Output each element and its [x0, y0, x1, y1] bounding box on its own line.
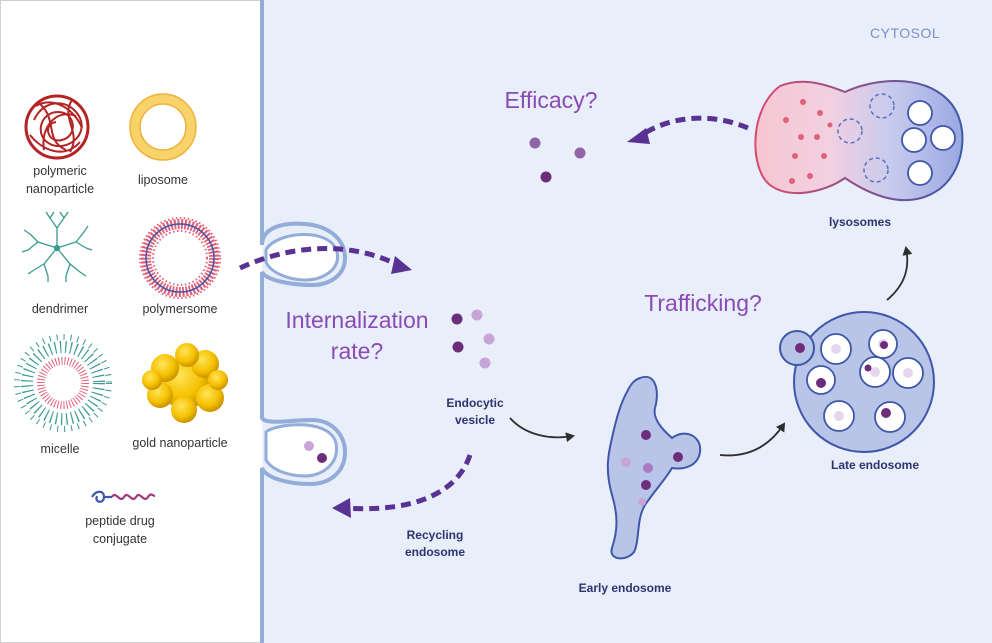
trafficking-question: Trafficking? [644, 290, 762, 316]
polymersome-icon [139, 217, 221, 299]
endocytic-vesicle-cargo [451, 309, 495, 369]
polymeric-nanoparticle-icon [24, 94, 90, 160]
liposome-icon [129, 93, 197, 161]
gold-nanoparticle-label: gold nanoparticle [132, 436, 228, 450]
early-endosome-label: Early endosome [578, 581, 672, 595]
released-drug-dots [529, 137, 586, 183]
efficacy-arrow [638, 115, 749, 139]
late-endosome-label: Late endosome [830, 458, 920, 472]
early-endosome [606, 375, 702, 560]
budding-pocket-bottom [264, 423, 338, 478]
vesicle-to-early-arrow [509, 417, 575, 443]
budding-pocket-top [264, 233, 339, 282]
late-to-lysosome-arrow [886, 246, 913, 301]
polymersome-label: polymersome [142, 302, 218, 316]
cargo-dot [304, 441, 314, 451]
polymeric-nanoparticle-label: polymeric nanoparticle [25, 164, 95, 196]
internalization-arrowhead [391, 256, 412, 274]
lysosomes-label: lysosomes [828, 215, 892, 229]
peptide-drug-conjugate-icon [91, 490, 156, 503]
lysosome [754, 80, 964, 202]
efficacy-question: Efficacy? [504, 87, 598, 113]
micelle-label: micelle [40, 442, 80, 456]
dendrimer-label: dendrimer [31, 302, 89, 316]
internalization-arrow [238, 246, 402, 271]
endocytic-vesicle-label: Endocytic vesicle [446, 396, 504, 427]
early-to-late-arrow [719, 422, 786, 457]
liposome-label: liposome [137, 173, 189, 187]
late-endosome [779, 311, 935, 453]
dendrimer-icon [21, 211, 93, 282]
cytosol-label: CYTOSOL [870, 25, 941, 41]
internalization-question: Internalization rate? [285, 307, 429, 364]
gold-nanoparticle-icon [142, 343, 228, 423]
cell-membrane [260, 0, 348, 643]
recycling-arrow [344, 454, 473, 512]
recycling-arrowhead [332, 498, 351, 518]
efficacy-arrowhead [627, 128, 650, 144]
cargo-dot [317, 453, 327, 463]
peptide-drug-conjugate-label: peptide drug conjugate [85, 514, 155, 546]
recycling-endosome-label: Recycling endosome [404, 528, 465, 559]
micelle-icon [14, 334, 112, 432]
